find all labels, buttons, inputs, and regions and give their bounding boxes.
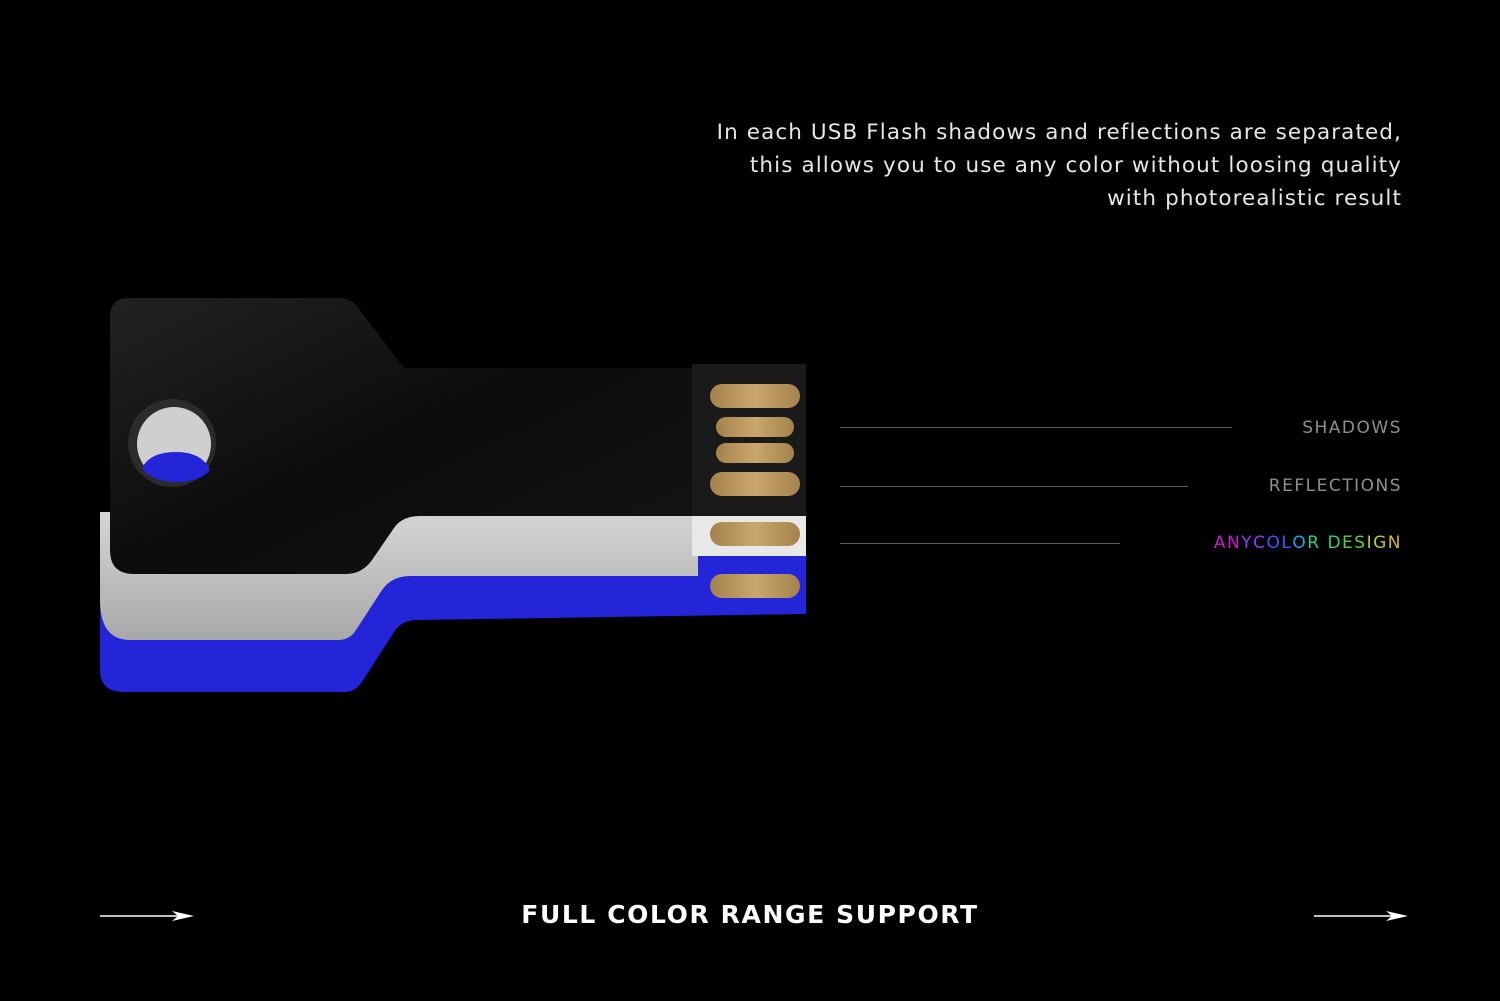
shadows-label: SHADOWS xyxy=(1302,418,1402,438)
intro-text: In each USB Flash shadows and reflection… xyxy=(502,116,1402,215)
usb-contacts xyxy=(710,384,800,598)
anycolor-connector-line xyxy=(840,543,1120,544)
keyring-hole xyxy=(128,399,216,487)
arrow-right-icon xyxy=(1314,911,1408,921)
anycolor-design-label: ANYCOLOR DESIGN xyxy=(1213,533,1402,553)
shadows-connector-line xyxy=(840,427,1232,428)
intro-line: In each USB Flash shadows and reflection… xyxy=(716,120,1402,145)
footer-title: FULL COLOR RANGE SUPPORT xyxy=(521,900,979,929)
reflections-connector-line xyxy=(840,486,1188,487)
reflections-label: REFLECTIONS xyxy=(1268,476,1402,496)
arrow-right-icon xyxy=(100,911,194,921)
intro-line: this allows you to use any color without… xyxy=(749,153,1402,178)
intro-line: with photorealistic result xyxy=(1107,186,1402,211)
